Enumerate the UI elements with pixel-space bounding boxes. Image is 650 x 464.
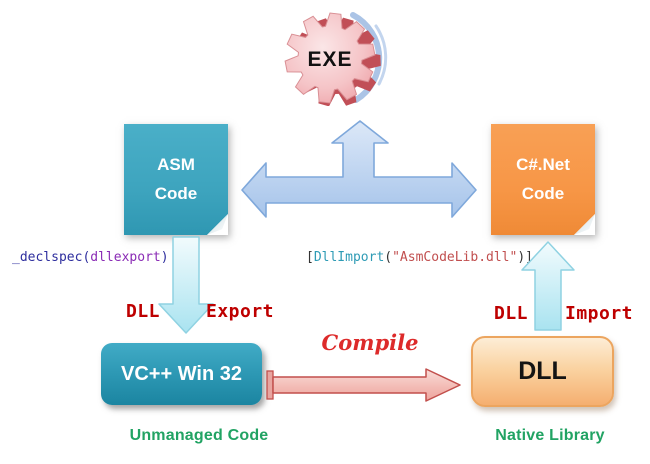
compile-arrow-icon	[266, 368, 461, 402]
caption-native-library: Native Library	[495, 427, 605, 444]
swoosh-arc-thin-icon	[374, 24, 388, 86]
asm-doc-line1: ASM	[157, 155, 195, 174]
code-close: )]	[517, 250, 533, 265]
export-label-export: Export	[206, 301, 275, 322]
code-paren: (	[384, 250, 393, 265]
import-label-import: Import	[565, 303, 634, 324]
exe-gear-icon: EXE	[284, 12, 388, 106]
dll-box-label: DLL	[518, 357, 567, 385]
dll-export-arrow-icon	[158, 236, 214, 334]
import-label-dll: DLL	[494, 303, 529, 324]
code-keyword: dllexport	[90, 250, 161, 265]
code-suffix: )	[160, 250, 169, 265]
code-open: [	[306, 250, 314, 265]
csnet-doc-line1: C#.Net	[516, 155, 570, 174]
code-string: "AsmCodeLib.dll"	[392, 250, 518, 265]
vcpp-win32-box: VC++ Win 32	[101, 343, 262, 405]
caption-unmanaged-code: Unmanaged Code	[129, 427, 269, 444]
exe-label: EXE	[307, 48, 352, 71]
code-attr: DllImport	[313, 250, 385, 265]
dll-box: DLL	[471, 336, 614, 407]
csnet-doc-line2: Code	[521, 184, 565, 203]
declspec-code-text: _declspec(dllexport)	[12, 250, 169, 265]
export-label-dll: DLL	[126, 301, 161, 322]
asm-doc-line2: Code	[154, 184, 198, 203]
vcpp-win32-label: VC++ Win 32	[121, 362, 242, 385]
compile-label: Compile	[321, 330, 419, 355]
asm-code-doc: ASM Code	[124, 124, 228, 235]
dllimport-code-text: [DllImport("AsmCodeLib.dll")]	[306, 250, 533, 265]
code-prefix: _declspec(	[12, 250, 91, 265]
dll-import-arrow-icon	[521, 241, 575, 331]
three-way-arrow-icon	[241, 120, 477, 218]
csnet-code-doc: C#.Net Code	[491, 124, 595, 235]
gear-face-icon	[284, 12, 376, 104]
